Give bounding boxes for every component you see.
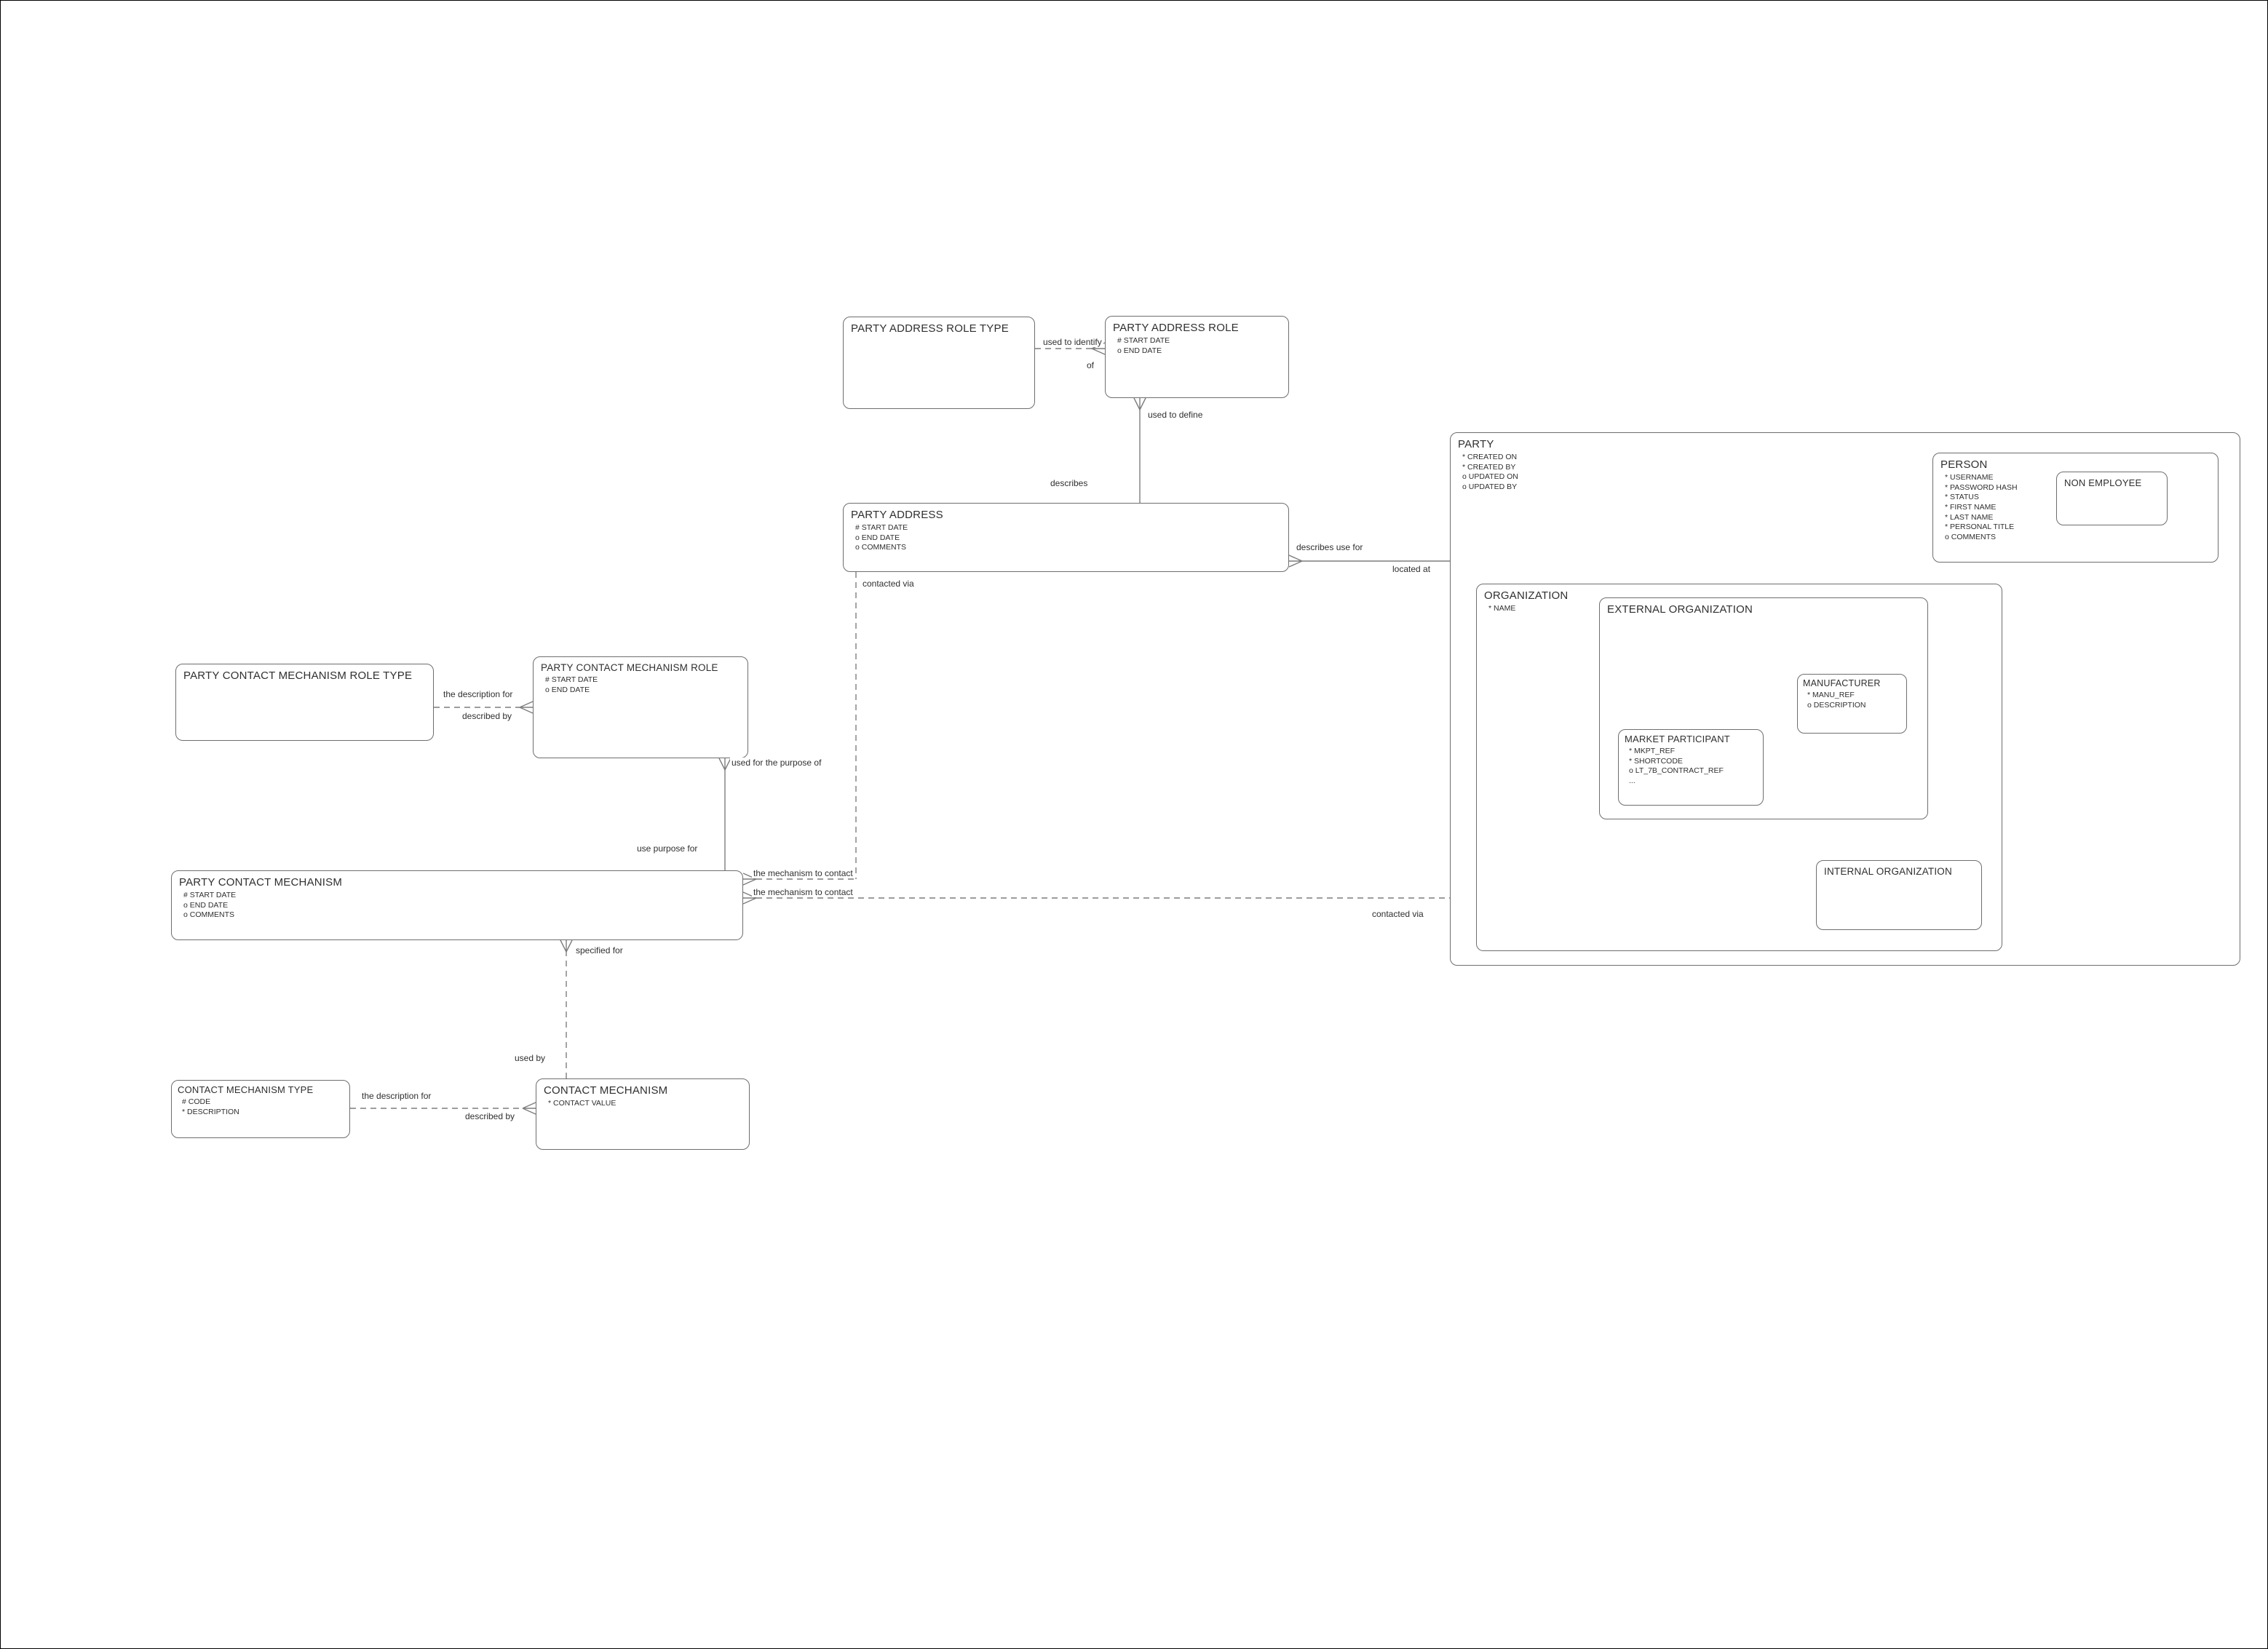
entity-contact-mechanism-type[interactable]: CONTACT MECHANISM TYPE # CODE * DESCRIPT… [171,1080,350,1138]
entity-attribute: * DESCRIPTION [182,1107,239,1116]
entity-attribute: * MANU_REF [1807,691,1855,699]
entity-title: CONTACT MECHANISM TYPE [178,1084,314,1095]
entity-title: PARTY ADDRESS [851,509,943,521]
rel-label-use-purpose-for: use purpose for [635,843,699,854]
rel-label-describes-use-for: describes use for [1295,542,1365,552]
rel-line-specified-for [560,939,573,1078]
entity-attribute: o UPDATED ON [1462,472,1518,482]
rel-label-described-by-role: described by [461,711,514,721]
entity-contact-mechanism[interactable]: CONTACT MECHANISM * CONTACT VALUE [536,1078,750,1150]
rel-label-used-to-define: used to define [1146,410,1205,420]
entity-attribute: # START DATE [1117,336,1170,345]
entity-attribute: * SHORTCODE [1629,756,1683,766]
entity-attribute: * CREATED BY [1462,462,1516,472]
entity-party-address-role-type[interactable]: PARTY ADDRESS ROLE TYPE [843,317,1035,409]
entity-attribute: # START DATE [183,891,237,899]
entity-attribute: o END DATE [1117,346,1162,355]
rel-label-description-for-mechanism: the description for [360,1091,433,1101]
rel-label-of: of [1085,360,1096,370]
entity-title: PARTY [1458,438,1494,450]
rel-label-contacted-via-address: contacted via [861,579,916,589]
entity-attribute: o COMMENTS [183,910,235,920]
entity-attribute: o END DATE [855,533,900,542]
entity-market-participant[interactable]: MARKET PARTICIPANT * MKPT_REF * SHORTCOD… [1618,729,1764,806]
entity-attribute: o COMMENTS [1945,532,1997,541]
entity-attribute: ... [1629,776,1635,785]
entity-attribute: * USERNAME [1945,473,1994,482]
entity-title: PARTY ADDRESS ROLE [1113,322,1239,334]
entity-attribute: * PASSWORD HASH [1945,482,2018,492]
rel-line-located-at [1288,555,1450,568]
entity-title: PARTY CONTACT MECHANISM ROLE TYPE [183,669,413,682]
rel-label-contacted-via-party: contacted via [1371,909,1425,919]
entity-non-employee[interactable]: NON EMPLOYEE [2056,472,2168,525]
rel-label-mechanism-to-contact-1: the mechanism to contact [752,868,855,878]
rel-label-mechanism-to-contact-2: the mechanism to contact [752,887,855,897]
entity-party-address[interactable]: PARTY ADDRESS # START DATE o END DATE o … [843,503,1289,572]
rel-label-description-for-role: the description for [442,689,515,699]
rel-label-located-at: located at [1391,564,1432,574]
rel-label-specified-for: specified for [574,945,625,955]
rel-label-used-for-the-purpose-of: used for the purpose of [730,758,823,768]
entity-title: ORGANIZATION [1484,589,1569,602]
entity-party-contact-mechanism-role[interactable]: PARTY CONTACT MECHANISM ROLE # START DAT… [533,656,748,758]
entity-attribute: # START DATE [855,523,908,532]
entity-manufacturer[interactable]: MANUFACTURER * MANU_REF o DESCRIPTION [1797,674,1907,734]
entity-attribute: o END DATE [545,685,590,694]
entity-internal-organization[interactable]: INTERNAL ORGANIZATION [1816,860,1982,930]
entity-attribute: * MKPT_REF [1629,747,1676,755]
entity-party-contact-mechanism[interactable]: PARTY CONTACT MECHANISM # START DATE o E… [171,870,743,940]
entity-attribute: o COMMENTS [855,543,907,552]
entity-title: INTERNAL ORGANIZATION [1824,866,1952,877]
entity-attribute: * CREATED ON [1462,453,1518,461]
rel-line-contacted-via-address [742,572,857,886]
entity-title: EXTERNAL ORGANIZATION [1607,603,1753,616]
rel-label-describes: describes [1049,478,1090,488]
entity-person[interactable]: PERSON * USERNAME * PASSWORD HASH * STAT… [1932,453,2219,563]
rel-line-use-purpose-for [718,758,731,870]
entity-attribute: * LAST NAME [1945,512,1994,522]
entity-title: PARTY CONTACT MECHANISM ROLE [541,662,718,673]
entity-attribute: o LT_7B_CONTRACT_REF [1629,766,1724,776]
entity-title: PARTY CONTACT MECHANISM [179,876,343,889]
entity-attribute: * STATUS [1945,493,1979,502]
entity-attribute: o UPDATED BY [1462,482,1518,491]
rel-line-description-for-mechanism [350,1102,536,1115]
entity-title: CONTACT MECHANISM [544,1084,668,1097]
entity-attribute: o DESCRIPTION [1807,700,1866,710]
entity-title: MARKET PARTICIPANT [1625,734,1730,744]
entity-attribute: o END DATE [183,900,229,910]
rel-label-used-by: used by [513,1053,547,1063]
rel-label-used-to-identify: used to identify [1042,337,1103,347]
entity-attribute: * FIRST NAME [1945,502,1997,512]
entity-title: NON EMPLOYEE [2064,477,2142,488]
entity-title: MANUFACTURER [1803,678,1881,688]
entity-attribute: # START DATE [545,675,598,684]
entity-title: PERSON [1940,458,1988,471]
entity-attribute: # CODE [182,1097,211,1106]
rel-label-described-by-mechanism: described by [464,1111,517,1121]
entity-attribute: * PERSONAL TITLE [1945,522,2015,532]
rel-line-description-for-role [434,701,534,714]
entity-party-contact-mechanism-role-type[interactable]: PARTY CONTACT MECHANISM ROLE TYPE [175,664,434,741]
entity-party-address-role[interactable]: PARTY ADDRESS ROLE # START DATE o END DA… [1105,316,1289,398]
entity-attribute: * NAME [1488,604,1516,613]
entity-attribute: * CONTACT VALUE [548,1099,616,1108]
entity-title: PARTY ADDRESS ROLE TYPE [851,322,1009,335]
rel-line-used-to-define [1133,397,1146,503]
